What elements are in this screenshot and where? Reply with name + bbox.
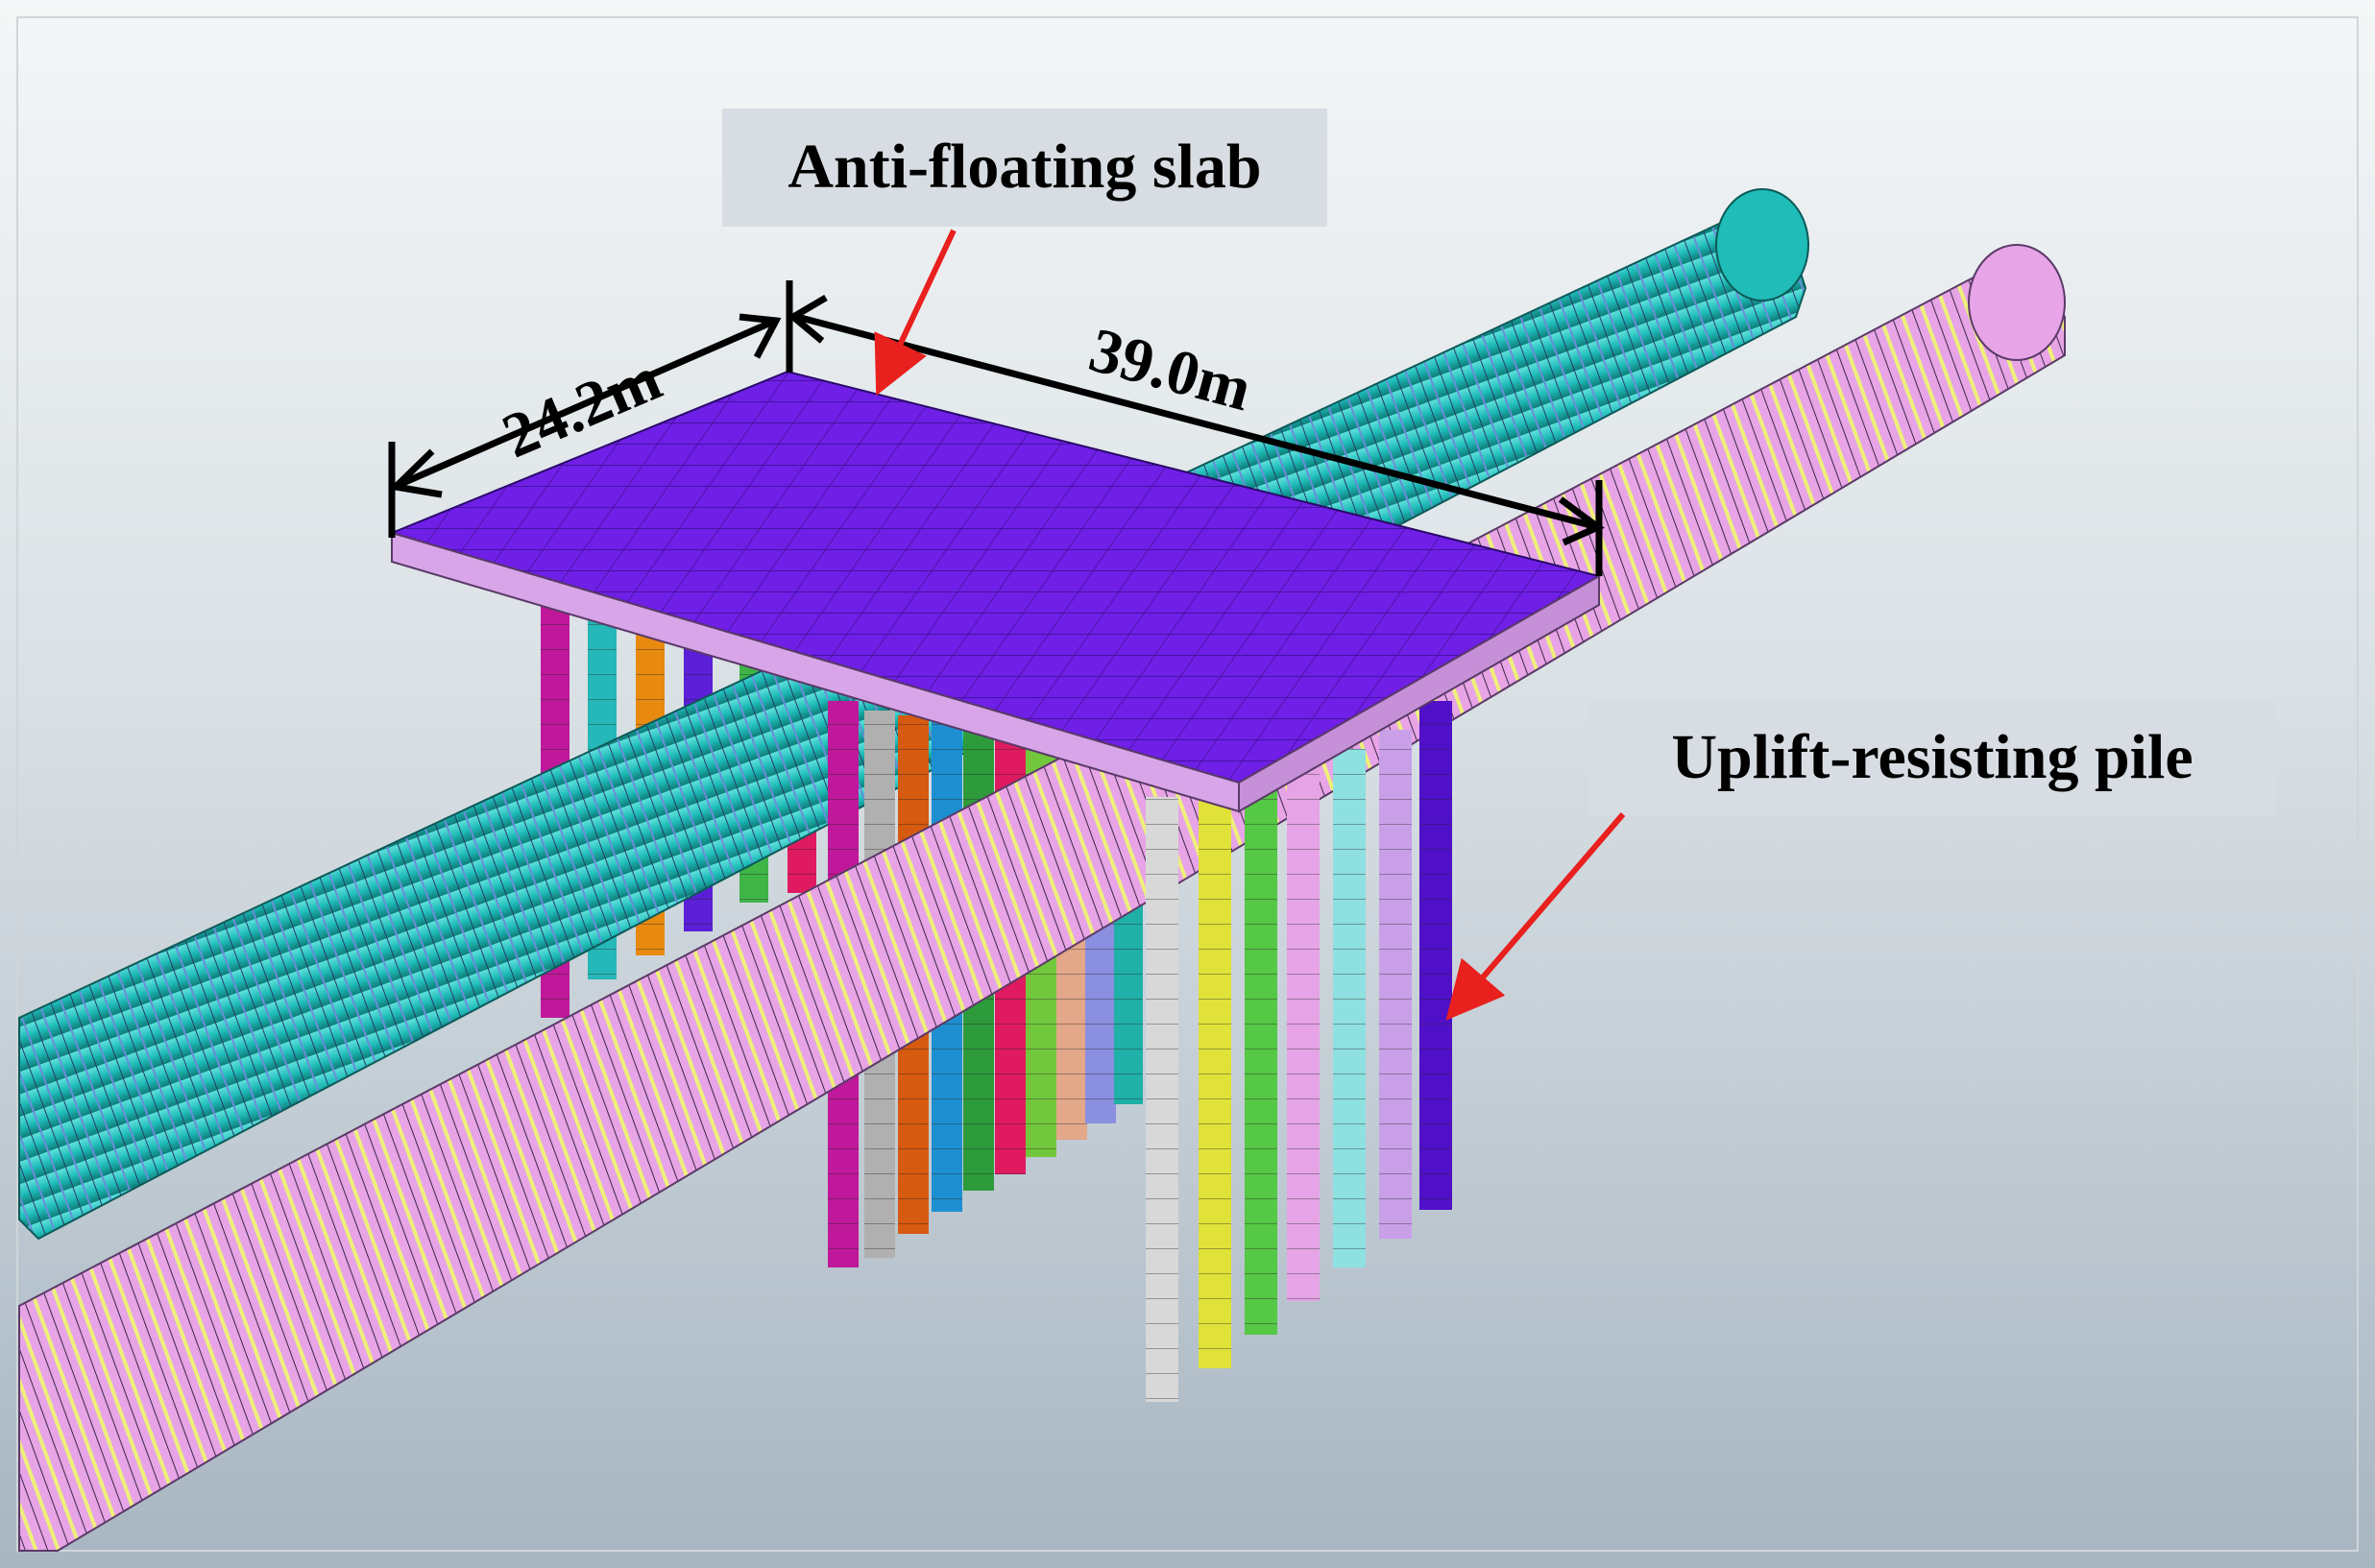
figure-border (16, 16, 2359, 1552)
pile-callout: Uplift-resisting pile (1445, 699, 2276, 1021)
slab-label: Anti-floating slab (788, 132, 1261, 202)
pile (1419, 701, 1452, 1210)
pile (1287, 763, 1320, 1301)
dimension-width-line (397, 318, 775, 489)
pile (1199, 787, 1231, 1368)
pile (1333, 749, 1366, 1267)
tunnel-pink-end-cap (1968, 244, 2066, 361)
pile-callout-arrow (1445, 812, 1626, 1021)
slab-callout-arrow (874, 229, 957, 397)
dimension-width-arrow-right (739, 313, 782, 359)
dimension-length-arrow-left (787, 294, 828, 344)
pile (1245, 778, 1277, 1335)
front-pile-group (1146, 701, 1452, 1402)
slab-callout: Anti-floating slab (722, 109, 1327, 397)
dimension-length-line (796, 313, 1595, 530)
pile (1379, 730, 1412, 1239)
dimension-width-arrow-left (388, 448, 443, 498)
slab-right-side (1238, 574, 1600, 813)
anti-floating-slab (388, 370, 1602, 813)
tunnel-cyan-end-cap (1715, 188, 1809, 302)
pile-label-box (1589, 699, 2276, 815)
pile-label: Uplift-resisting pile (1671, 722, 2193, 792)
pile (1146, 797, 1178, 1402)
slab-label-box (722, 109, 1327, 227)
